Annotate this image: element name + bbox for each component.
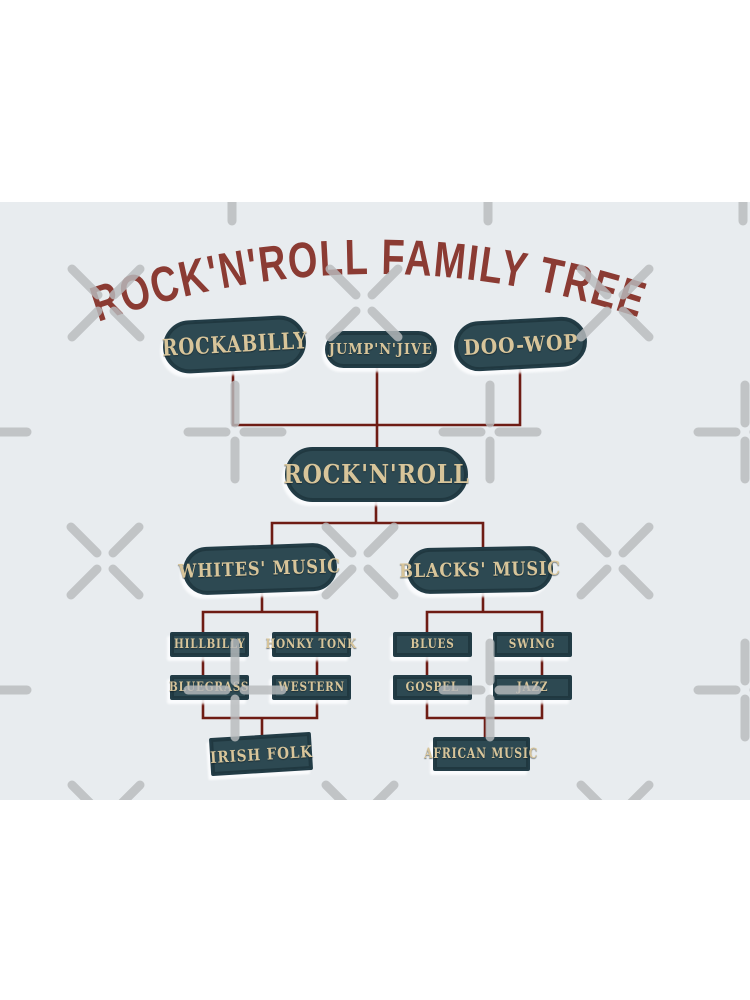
node-rocknroll-label: ROCK'N'ROLL [283,459,470,490]
node-honky-tonk-label: HONKY TONK [265,637,358,652]
watermark-x-icon [326,785,394,800]
watermark-plus-icon [185,202,279,221]
watermark-plus-icon [698,385,750,479]
node-rocknroll: ROCK'N'ROLL [283,447,470,502]
watermark-plus-icon [188,643,282,737]
watermark-x-icon [330,269,398,337]
node-swing: SWING [493,632,572,657]
node-african-music-label: AFRICAN MUSIC [424,746,539,762]
node-jumpnjive-label: JUMP'N'JIVE [329,341,434,358]
watermark-x-icon [71,527,139,595]
node-western-label: WESTERN [278,680,345,695]
watermark-x-icon [581,785,649,800]
artwork-canvas: ROCK'N'ROLL FAMILY TREE ROCKABILLY JUMP'… [0,202,750,800]
node-honky-tonk: HONKY TONK [266,632,356,657]
watermark-x-icon [326,527,394,595]
node-jumpnjive: JUMP'N'JIVE [325,331,437,368]
watermark-plus-icon [0,202,27,221]
node-swing-label: SWING [509,637,556,652]
watermark-plus-icon [696,202,750,221]
watermark-x-icon [72,269,140,337]
title-arc: ROCK'N'ROLL FAMILY TREE [84,229,651,332]
watermark-plus-icon [443,643,537,737]
node-african-music: AFRICAN MUSIC [425,737,538,771]
watermark-plus-icon [0,643,27,737]
watermark-plus-icon [698,643,750,737]
watermark-plus-icon [0,385,27,479]
watermark-plus-icon [188,385,282,479]
watermark-x-icon [581,269,649,337]
node-blues: BLUES [393,632,472,657]
node-hillbilly-label: HILLBILLY [173,637,246,652]
watermark-plus-icon [443,385,537,479]
watermark-x-icon [72,785,140,800]
node-blues-label: BLUES [410,637,455,652]
watermark-plus-icon [441,202,535,221]
watermark-x-icon [581,527,649,595]
watermark-layer [0,202,750,800]
